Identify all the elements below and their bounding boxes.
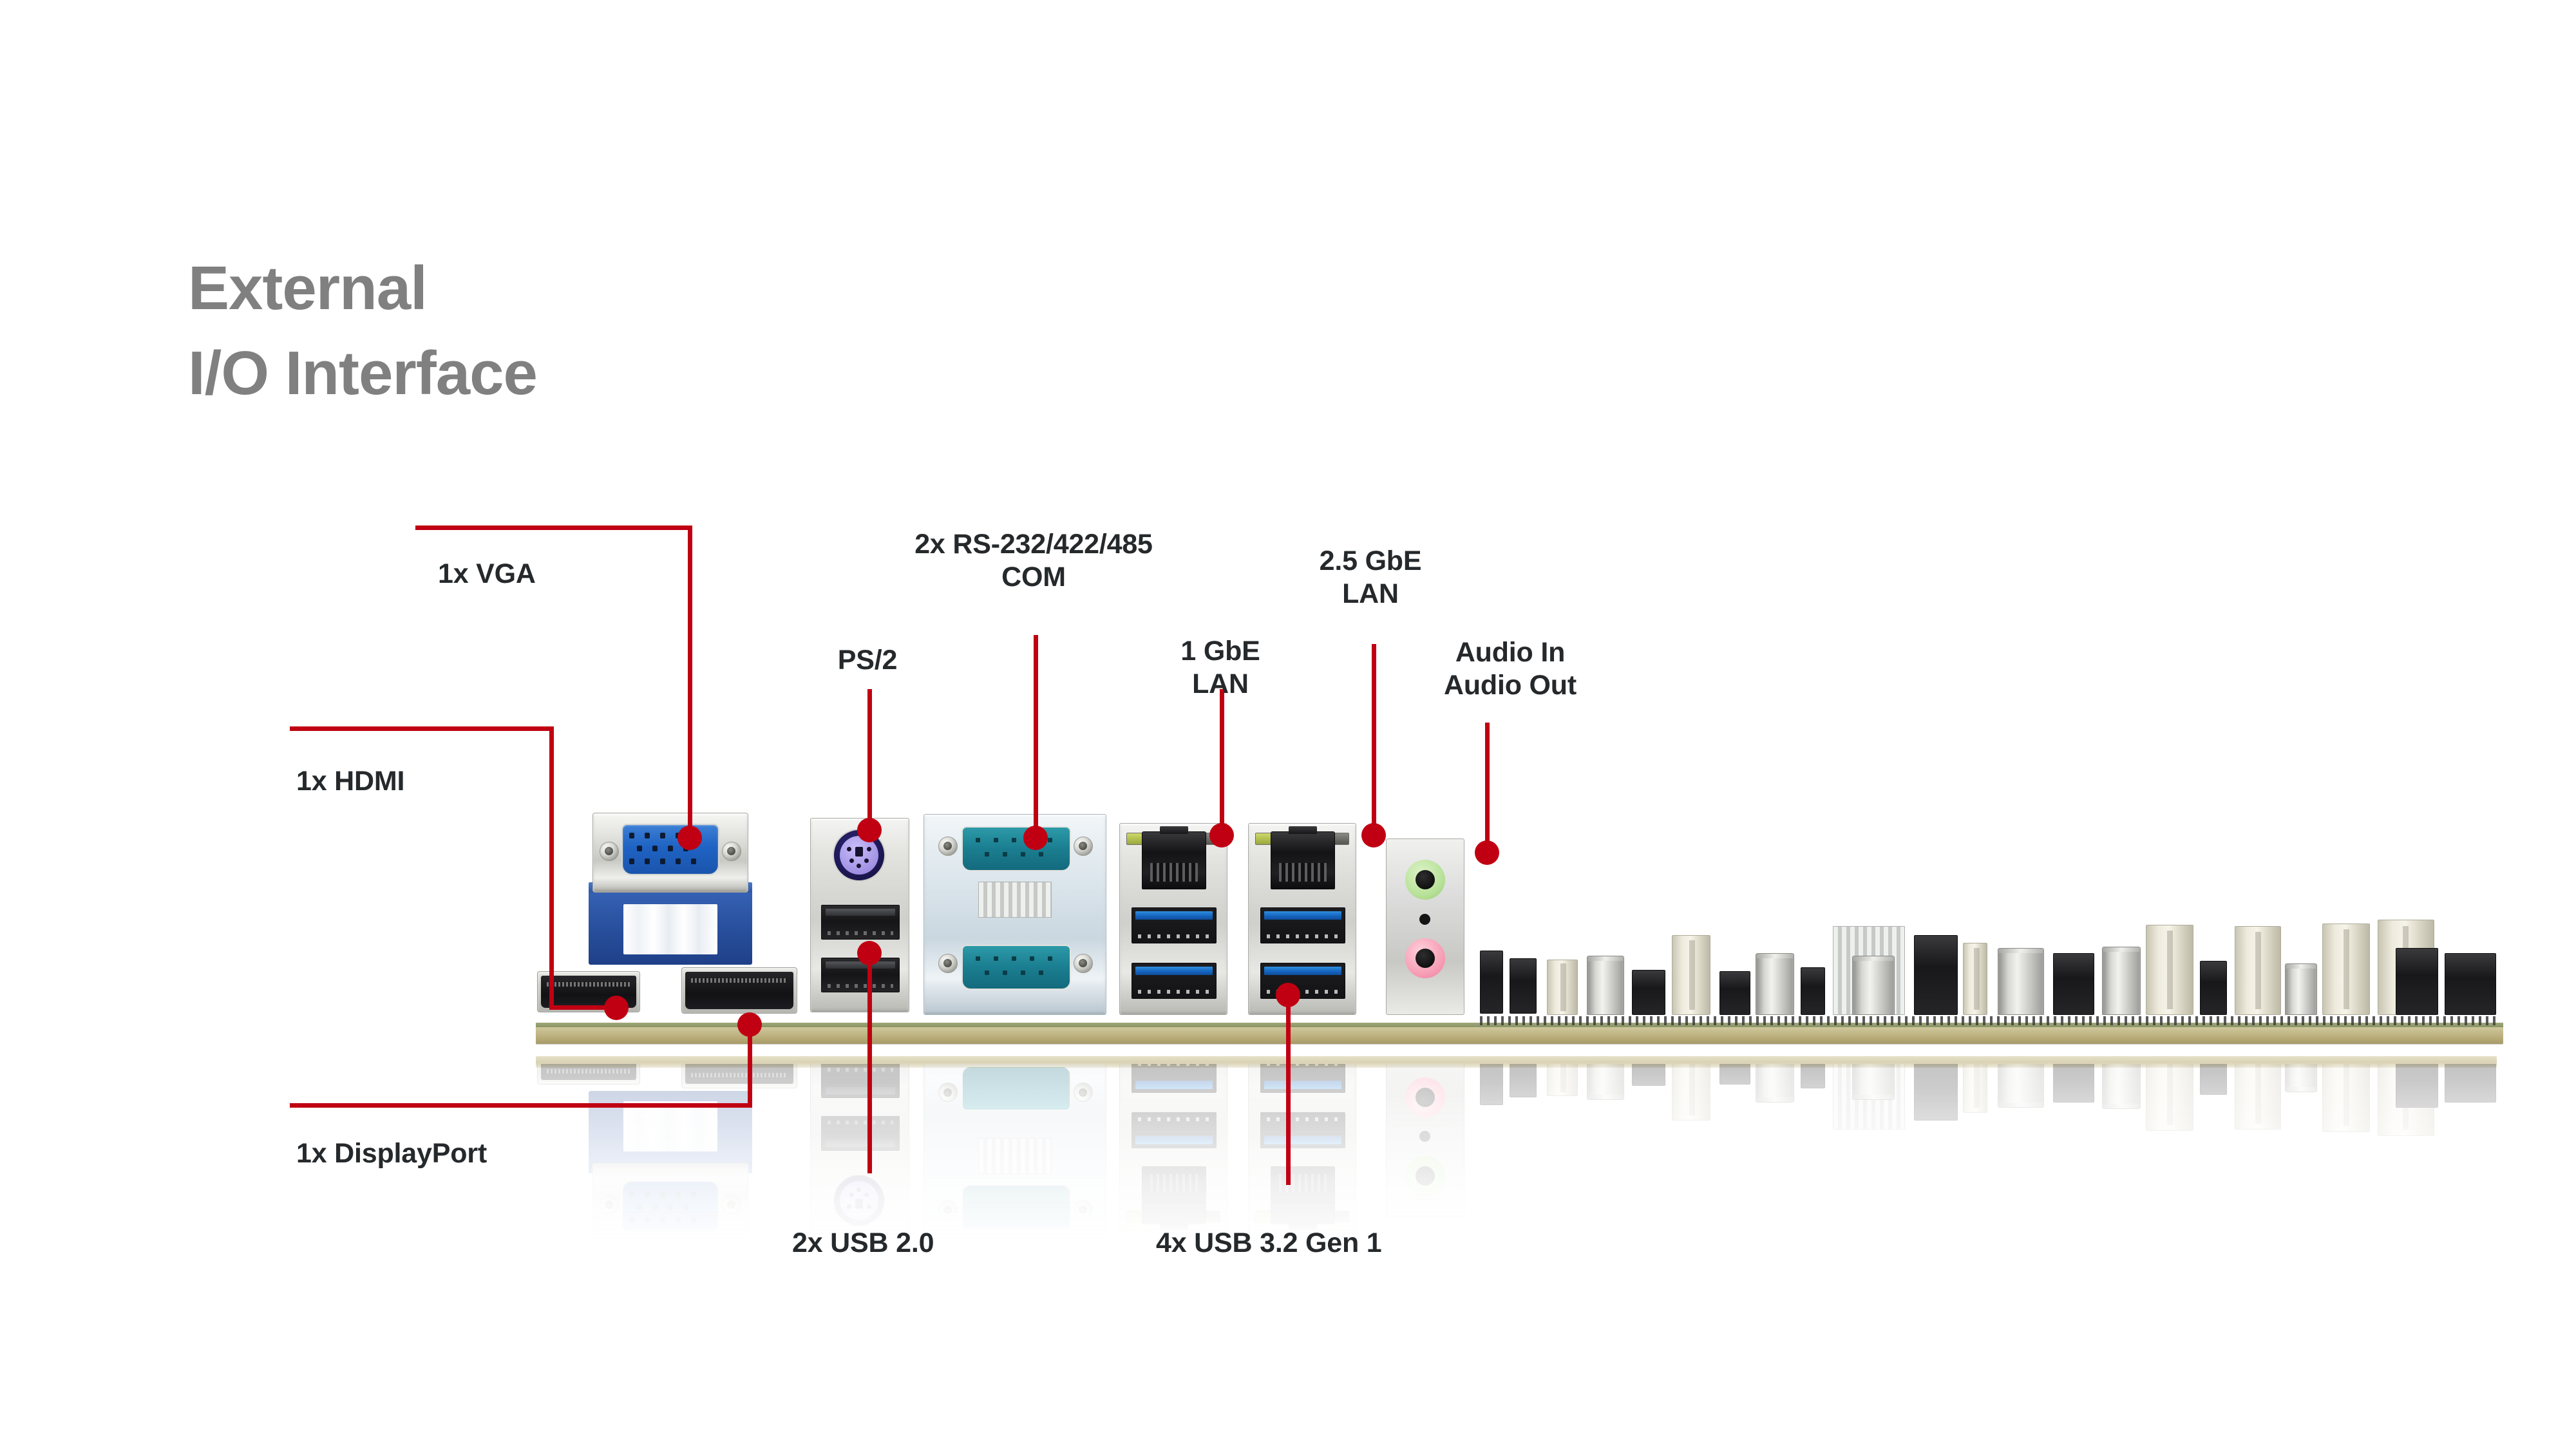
- component-ic-a: [1632, 970, 1665, 1015]
- component-connector-e: [2396, 948, 2438, 1015]
- callout-line-vga-horizontal: [415, 526, 692, 530]
- component-capacitor-d: [1998, 948, 2044, 1015]
- motherboard-io-panel-photo: [528, 799, 2512, 1069]
- callout-label-com: 2x RS-232/422/485 COM: [914, 529, 1153, 592]
- audio-activity-led: [1419, 914, 1430, 925]
- callout-line-usb2: [867, 953, 872, 1173]
- com-screw-lower-right: [1074, 954, 1093, 973]
- component-connector-c: [1914, 935, 1958, 1015]
- vga-bracket: [589, 882, 752, 965]
- component-header-a: [1547, 960, 1578, 1015]
- callout-line-displayport-horizontal: [290, 1103, 752, 1108]
- callout-line-com: [1034, 635, 1038, 835]
- audio-jack-block: [1386, 838, 1464, 1015]
- com-screw-lower-left: [938, 954, 958, 973]
- callout-label-lan-1gbe: 1 GbE LAN: [1180, 636, 1260, 699]
- component-header-b: [1672, 935, 1710, 1015]
- component-ic-b: [1719, 971, 1750, 1015]
- callout-label-hdmi: 1x HDMI: [296, 766, 405, 797]
- callout-label-audio: Audio In Audio Out: [1444, 637, 1577, 701]
- component-capacitor-b: [1756, 953, 1794, 1015]
- callout-label-displayport: 1x DisplayPort: [296, 1138, 487, 1169]
- component-ic-d: [2200, 961, 2227, 1015]
- callout-label-usb3: 4x USB 3.2 Gen 1: [1156, 1227, 1382, 1258]
- audio-jack-line-in: [1405, 938, 1445, 978]
- callout-line-vga-vertical: [688, 526, 692, 835]
- callout-dot-lan-25gbe: [1361, 823, 1386, 848]
- callout-dot-ps2: [857, 818, 882, 842]
- lan-usb3-stack-chassis-1: [1119, 823, 1227, 1015]
- lan-port-1gbe: [1142, 826, 1206, 889]
- usb3-port-3: [1260, 907, 1345, 943]
- callout-dot-lan-1gbe: [1209, 823, 1234, 848]
- pcb-substrate: [536, 1027, 2503, 1044]
- page-title: External I/O Interface: [188, 254, 538, 408]
- component-capacitor-f: [2285, 963, 2317, 1015]
- lan-usb3-stack-chassis-2: [1248, 823, 1356, 1015]
- component-capacitor-a: [1587, 956, 1624, 1015]
- displayport-port: [681, 967, 797, 1014]
- com-screw-upper-left: [938, 837, 958, 856]
- component-capacitor-c: [1852, 956, 1895, 1015]
- component-header-c: [1963, 943, 1987, 1015]
- ps2-usb2-stack-chassis: [810, 818, 909, 1012]
- callout-label-ps2: PS/2: [837, 645, 898, 676]
- component-ic-c: [1801, 967, 1825, 1015]
- callout-label-lan-25gbe: 2.5 GbE LAN: [1319, 545, 1422, 609]
- component-connector-d: [2053, 953, 2094, 1015]
- lan-port-25gbe: [1271, 826, 1335, 889]
- callout-line-hdmi-horizontal-bottom: [549, 1005, 620, 1010]
- component-connector-f: [2445, 953, 2496, 1015]
- callout-line-lan-25gbe: [1372, 644, 1376, 837]
- pcb-top-edge: [536, 1023, 2503, 1028]
- vga-dsub-connector: [621, 824, 719, 875]
- callout-dot-audio: [1475, 840, 1499, 865]
- usb3-port-1: [1132, 907, 1217, 943]
- com-port-stack-chassis: [923, 814, 1106, 1015]
- callout-line-usb3: [1286, 995, 1291, 1185]
- callout-dot-vga: [677, 826, 702, 850]
- component-capacitor-e: [2102, 947, 2141, 1015]
- vga-screw-left: [600, 842, 619, 861]
- vga-port: [592, 813, 748, 893]
- com-bracket-vent: [978, 882, 1052, 918]
- component-header-e: [2235, 926, 2281, 1015]
- vga-screw-right: [722, 842, 741, 861]
- audio-jack-line-out: [1405, 860, 1445, 900]
- callout-line-hdmi-vertical: [549, 726, 554, 1010]
- component-solder-legs: [1480, 1016, 2497, 1025]
- com-port-lower: [961, 945, 1071, 990]
- pcb-reflection-edge: [536, 1056, 2497, 1068]
- callout-line-hdmi-horizontal-top: [290, 726, 554, 731]
- component-header-d: [2146, 925, 2193, 1015]
- usb3-port-2: [1132, 963, 1217, 999]
- callout-label-usb2: 2x USB 2.0: [792, 1227, 934, 1258]
- hdmi-port: [537, 971, 640, 1012]
- component-header-f: [2322, 923, 2370, 1015]
- usb2-port-upper: [821, 905, 900, 940]
- callout-line-lan-1gbe: [1220, 689, 1224, 838]
- callout-dot-hdmi: [604, 996, 629, 1020]
- callout-line-audio: [1485, 723, 1490, 851]
- usb2-port-lower: [821, 958, 900, 992]
- usb3-port-4: [1260, 963, 1345, 999]
- component-connector-a: [1480, 951, 1503, 1014]
- callout-line-ps2: [867, 689, 872, 837]
- callout-label-vga: 1x VGA: [438, 558, 536, 589]
- callout-dot-com: [1023, 826, 1048, 850]
- component-connector-b: [1510, 958, 1537, 1014]
- com-port-upper: [961, 826, 1071, 871]
- callout-line-displayport-vertical: [748, 1024, 752, 1108]
- com-screw-upper-right: [1074, 837, 1093, 856]
